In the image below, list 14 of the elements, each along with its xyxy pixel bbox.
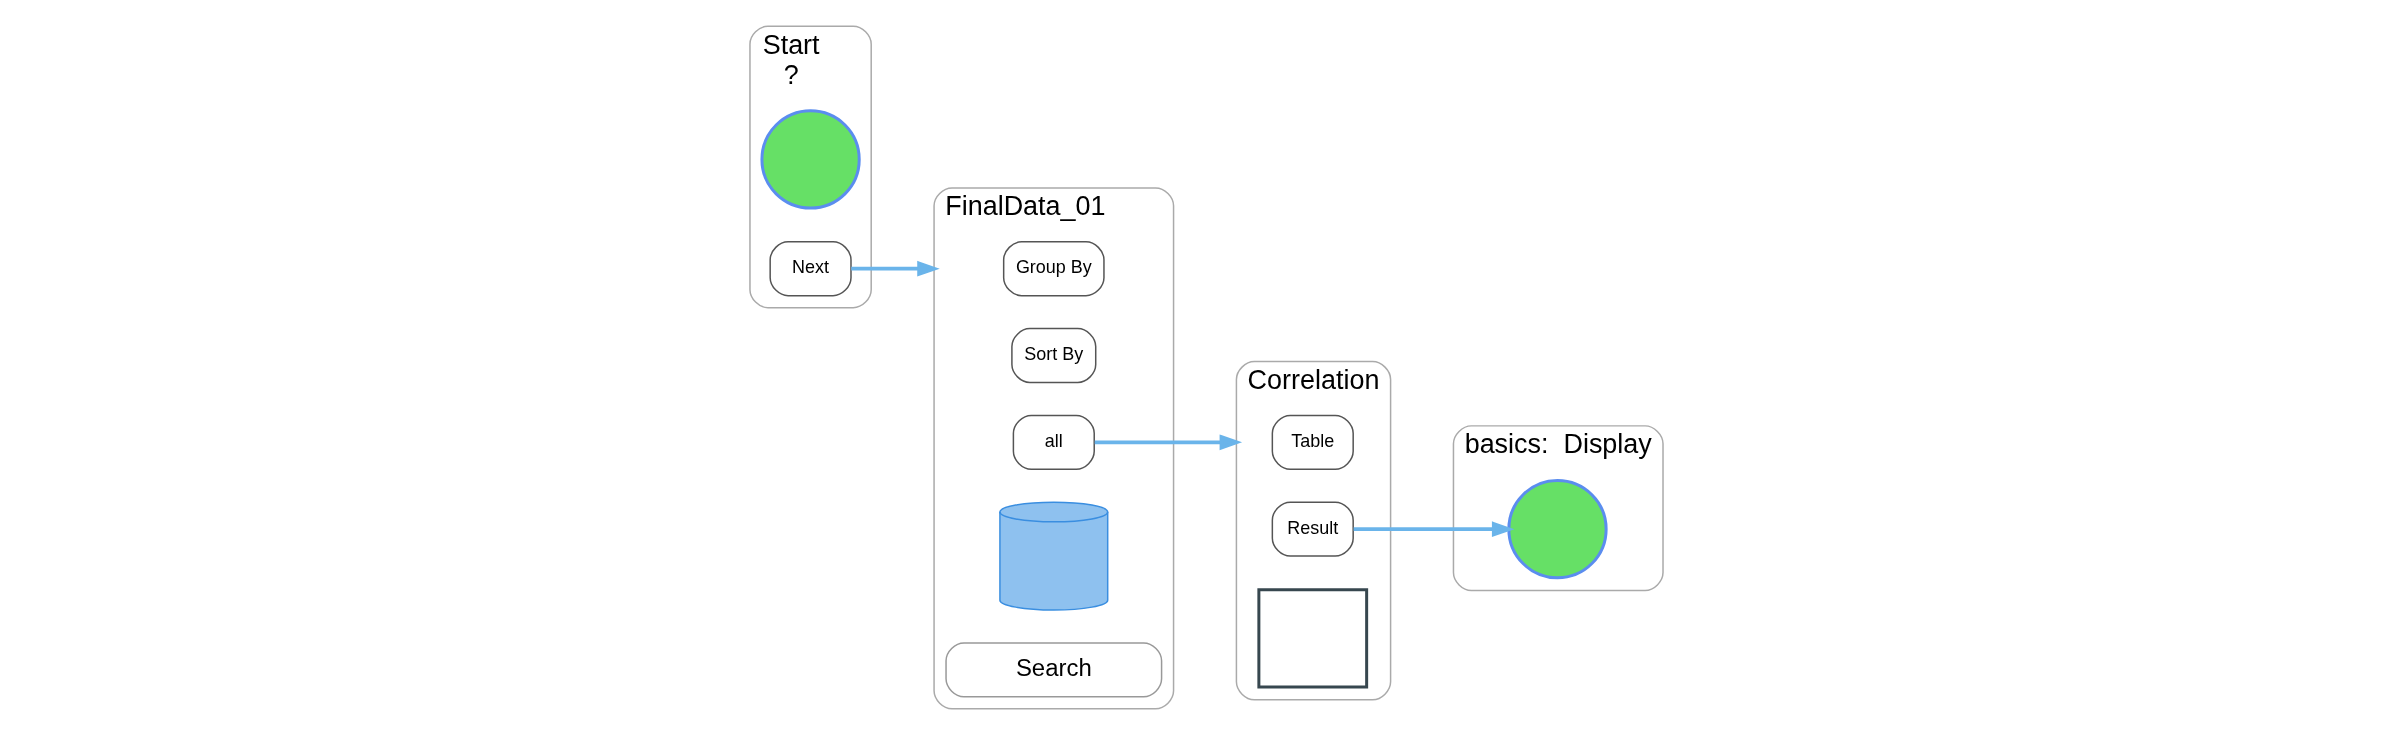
node-box (1256, 588, 1368, 689)
node-box: all (1012, 414, 1095, 471)
node-box: Result (1271, 501, 1354, 557)
node-box: Table (1271, 414, 1354, 471)
node-box: Sort By (1010, 327, 1096, 384)
arrow (1094, 434, 1242, 451)
node-box: Search (944, 642, 1162, 698)
arrow (850, 260, 940, 277)
node-circle (1506, 479, 1608, 580)
node-circle (759, 109, 861, 210)
node-box: Group By (1002, 241, 1105, 297)
arrow (1353, 521, 1514, 538)
node-box: Next (768, 241, 852, 297)
cluster: basics: Display (1452, 425, 1664, 592)
